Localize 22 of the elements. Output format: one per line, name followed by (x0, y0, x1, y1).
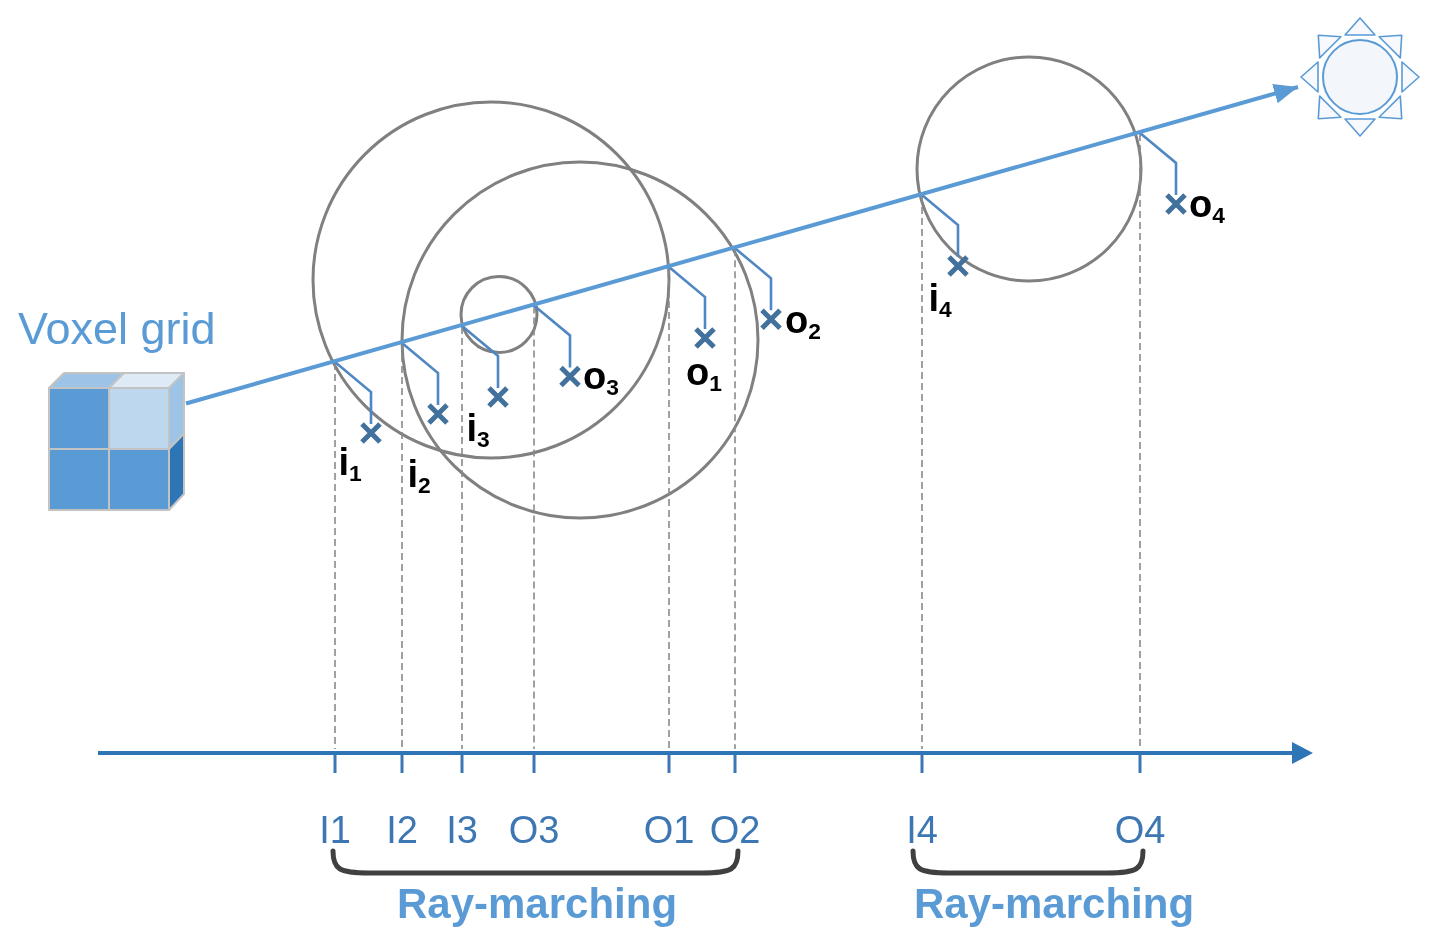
point-label: i$_{4}$ (928, 279, 952, 317)
axis-label: O2 (709, 811, 761, 849)
cube-drawing (48, 372, 186, 512)
point-label: i$_{2}$ (407, 455, 431, 493)
point-label: o$_{4}$ (1189, 185, 1225, 223)
bracket-label: Ray-marching (913, 883, 1195, 925)
point-label: o$_{1}$ (686, 353, 722, 391)
axis-label: I4 (906, 811, 938, 849)
axis-label: I3 (446, 811, 478, 849)
axis-label: O4 (1114, 811, 1166, 849)
axis-label: I1 (319, 811, 351, 849)
node-caption: Voxel grid (18, 306, 216, 351)
axis-label: O3 (508, 811, 560, 849)
point-label: o$_{2}$ (785, 301, 821, 339)
bracket-label: Ray-marching (396, 883, 678, 925)
point-label: i$_{1}$ (338, 443, 362, 481)
sun-icon (1298, 15, 1422, 139)
ray-arrow (185, 83, 1299, 406)
point-label: i$_{3}$ (466, 409, 490, 447)
axis-label: I2 (386, 811, 418, 849)
point-label: o$_{3}$ (583, 357, 619, 395)
axis-label: O1 (643, 811, 695, 849)
